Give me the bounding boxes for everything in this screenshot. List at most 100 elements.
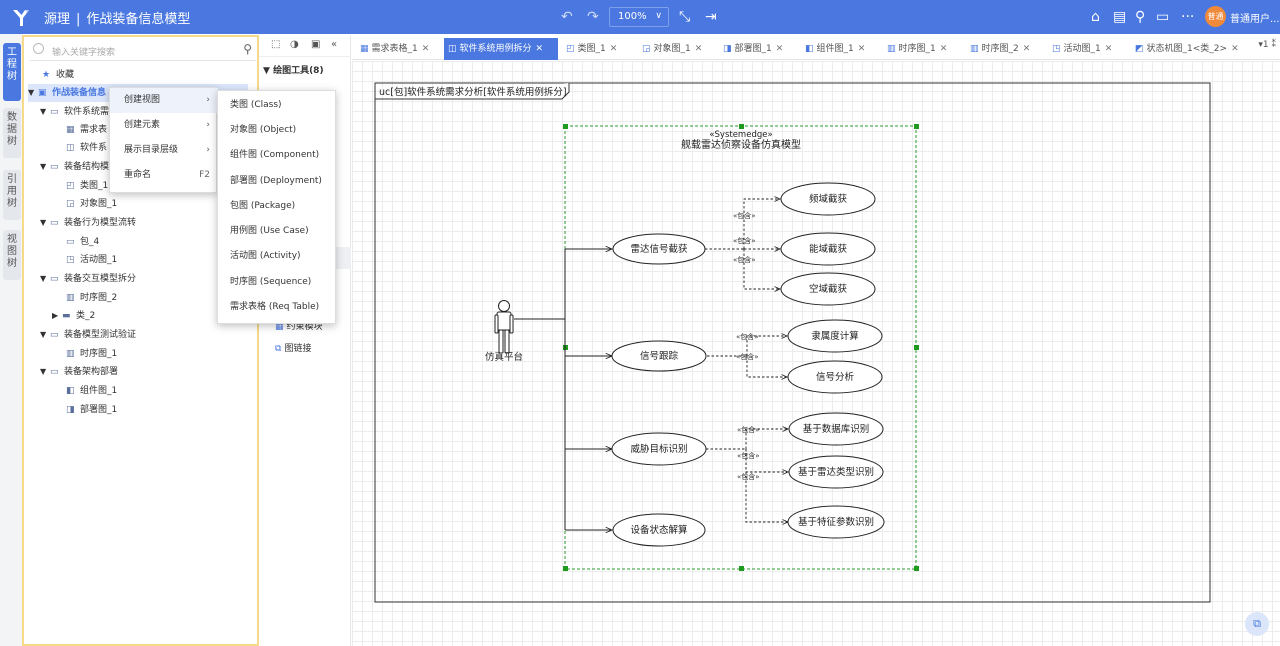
tab-sequence-1[interactable]: ▥时序图_1✕ [883, 38, 963, 60]
submenu-item-sequence[interactable]: 时序图 (Sequence) [230, 277, 312, 287]
favorites-item[interactable]: ★收藏 [42, 66, 74, 84]
tab-activity[interactable]: ◳活动图_1✕ [1048, 38, 1128, 60]
tree-node[interactable]: ▼▭装备模型测试验证 [40, 326, 136, 344]
redo-icon[interactable]: ↷ [587, 9, 599, 25]
tool-item-diagram-link[interactable]: ⧉图链接 [275, 341, 311, 354]
submenu-item-req-table[interactable]: 需求表格 (Req Table) [230, 302, 320, 312]
caret-down-icon[interactable]: ▼ [40, 274, 47, 283]
diagram-canvas[interactable]: uc[包]软件系统需求分析[软件系统用例拆分] «Systemedge» 舰载雷… [352, 61, 1280, 646]
window-icon[interactable]: ▣ [311, 39, 321, 50]
close-icon[interactable]: ✕ [1104, 44, 1113, 54]
tool-item-constraint[interactable]: ▦约束模块 [275, 319, 323, 332]
close-icon[interactable]: ✕ [694, 44, 703, 54]
toggle-icon[interactable]: ◑ [290, 39, 299, 50]
search-input[interactable]: 输入关键字搜索 [52, 48, 116, 58]
folder-icon: ▭ [50, 367, 59, 377]
svg-text:«包含»: «包含» [733, 211, 756, 220]
tree-leaf[interactable]: ◫软件系 [66, 139, 107, 157]
shortcut-label: F2 [199, 170, 210, 180]
tree-leaf[interactable]: ◲对象图_1 [66, 195, 117, 213]
close-icon[interactable]: ✕ [609, 44, 618, 54]
tab-project-tree[interactable]: 工程树 [3, 43, 21, 101]
menu-item-label: 重命名 [124, 170, 152, 180]
tree-node-label: 装备模型测试验证 [64, 330, 137, 340]
filter-icon[interactable] [33, 43, 44, 54]
tree-node[interactable]: ▼▭装备行为模型流转 [40, 214, 136, 232]
close-icon[interactable]: ✕ [939, 44, 948, 54]
submenu-item-usecase[interactable]: 用例图 (Use Case) [230, 226, 309, 236]
system-stereotype: «Systemedge» [709, 130, 772, 140]
tab-view-tree[interactable]: 视图树 [3, 230, 21, 280]
submenu-item-component[interactable]: 组件图 (Component) [230, 150, 320, 160]
close-icon[interactable]: ✕ [535, 44, 544, 54]
zoom-select[interactable]: 100% ∨ [609, 7, 669, 27]
submenu-item-package[interactable]: 包图 (Package) [230, 201, 296, 211]
close-icon[interactable]: ✕ [1231, 44, 1239, 54]
close-icon[interactable]: ✕ [857, 44, 866, 54]
search-icon[interactable]: ⚲ [243, 42, 252, 56]
close-icon[interactable]: ✕ [1022, 44, 1031, 54]
tab-object[interactable]: ◲对象图_1✕ [638, 38, 718, 60]
home-icon[interactable]: ⌂ [1091, 9, 1100, 25]
caret-down-icon[interactable]: ▼ [28, 88, 35, 97]
tab-component[interactable]: ◧组件图_1✕ [801, 38, 881, 60]
tree-leaf[interactable]: ▭包_4 [66, 233, 99, 251]
more-icon[interactable]: ··· [1181, 9, 1195, 25]
tree-leaf[interactable]: ▦需求表 [66, 121, 107, 139]
link-icon: ⧉ [275, 344, 282, 354]
caret-down-icon[interactable]: ▼ [40, 330, 47, 339]
pointer-icon[interactable]: ⬚ [271, 39, 281, 50]
tab-deployment[interactable]: ◨部署图_1✕ [719, 38, 799, 60]
submenu-item-object[interactable]: 对象图 (Object) [230, 125, 297, 135]
tree-leaf[interactable]: ▥时序图_2 [66, 289, 117, 307]
assistant-icon[interactable]: ⧉ [1245, 612, 1269, 636]
usecase-label: 威胁目标识别 [630, 443, 687, 455]
tab-class[interactable]: ◰类图_1✕ [562, 38, 634, 60]
tree-leaf[interactable]: ◰类图_1 [66, 177, 108, 195]
tree-node[interactable]: ▼▭软件系统需 [40, 103, 109, 121]
tree-node[interactable]: ▼▭装备交互模型拆分 [40, 270, 136, 288]
avatar[interactable]: 普通 [1205, 6, 1226, 27]
tree-leaf[interactable]: ▥时序图_1 [66, 345, 117, 363]
close-icon[interactable]: ✕ [775, 44, 784, 54]
class-diagram-icon: ◰ [566, 44, 575, 54]
close-icon[interactable]: ✕ [421, 44, 430, 54]
tree-node[interactable]: ▶▬类_2 [52, 307, 95, 325]
tab-state-machine[interactable]: ◩状态机图_1<类_2>✕ [1131, 38, 1245, 60]
tree-node[interactable]: ▼▭装备结构模 [40, 158, 109, 176]
submenu-item-activity[interactable]: 活动图 (Activity) [230, 251, 301, 261]
fit-screen-icon[interactable]: ⤡ [679, 9, 691, 25]
repository-icon[interactable]: ▤ [1113, 9, 1127, 25]
tab-overflow-icon[interactable]: ▾1 ⁑ [1258, 40, 1276, 50]
caret-down-icon[interactable]: ▼ [40, 107, 47, 116]
submenu-item-class[interactable]: 类图 (Class) [230, 100, 282, 110]
collapse-icon[interactable]: « [331, 39, 338, 50]
menu-item-rename[interactable]: 重命名 F2 [110, 163, 218, 188]
tree-node[interactable]: ▼▭装备架构部署 [40, 363, 118, 381]
menu-item-show-levels[interactable]: 展示目录层级› [110, 138, 218, 163]
submenu-item-deployment[interactable]: 部署图 (Deployment) [230, 176, 322, 186]
tab-sequence-2[interactable]: ▥时序图_2✕ [966, 38, 1046, 60]
usecase-diagram[interactable]: uc[包]软件系统需求分析[软件系统用例拆分] «Systemedge» 舰载雷… [352, 61, 1280, 646]
folder-icon[interactable]: ▭ [1156, 9, 1170, 25]
export-icon[interactable]: ⇥ [705, 9, 717, 25]
tab-data-tree[interactable]: 数据树 [3, 108, 21, 158]
menu-item-create-view[interactable]: 创建视图› [110, 88, 218, 113]
tab-req-table[interactable]: ▦需求表格_1✕ [356, 38, 442, 60]
tools-title[interactable]: ▼ 绘图工具(8) [263, 66, 324, 76]
tree-leaf[interactable]: ◨部署图_1 [66, 401, 117, 419]
tree-leaf[interactable]: ◳活动图_1 [66, 251, 117, 269]
caret-down-icon[interactable]: ▼ [40, 367, 47, 376]
tab-usecase[interactable]: ◫软件系统用例拆分✕ [444, 38, 558, 60]
caret-down-icon[interactable]: ▼ [40, 218, 47, 227]
caret-down-icon[interactable]: ▼ [40, 162, 47, 171]
caret-right-icon[interactable]: ▶ [52, 311, 59, 320]
tree-leaf[interactable]: ◧组件图_1 [66, 382, 117, 400]
tab-reference-tree[interactable]: 引用树 [3, 170, 21, 220]
search-icon[interactable]: ⚲ [1135, 9, 1146, 25]
undo-icon[interactable]: ↶ [561, 9, 573, 25]
menu-item-create-element[interactable]: 创建元素› [110, 113, 218, 138]
class-diagram-icon: ◰ [66, 181, 75, 191]
user-name[interactable]: 普通用户... [1230, 14, 1280, 25]
tree-search[interactable]: 输入关键字搜索 ⚲ [30, 41, 256, 61]
